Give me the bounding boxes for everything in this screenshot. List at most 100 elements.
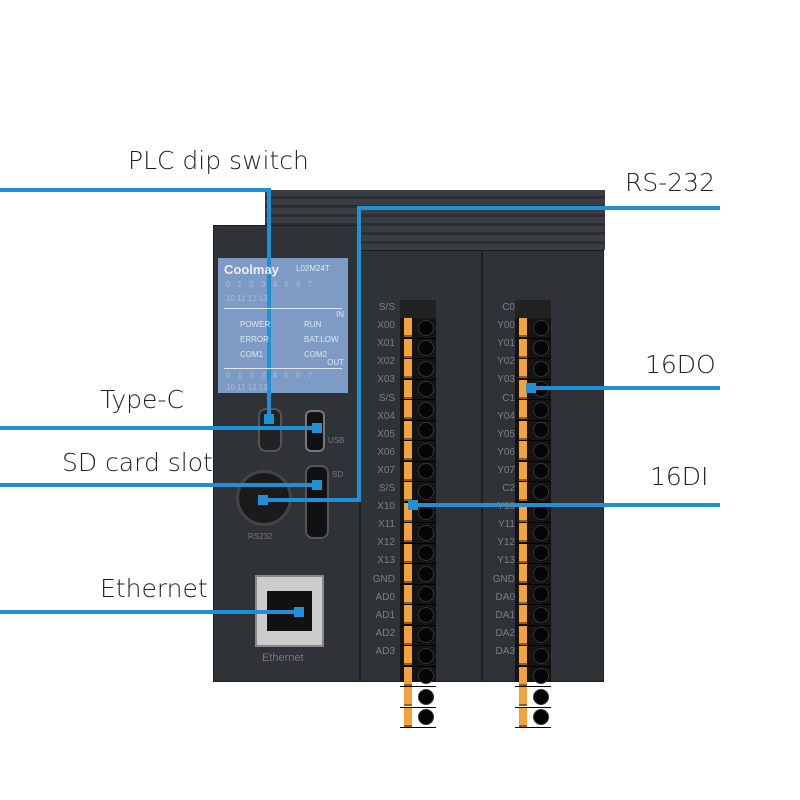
terminal-release-tab[interactable] (519, 605, 527, 625)
terminal[interactable] (515, 687, 551, 708)
terminal[interactable] (400, 707, 436, 728)
terminal-label: X10 (377, 501, 395, 513)
terminal-release-tab[interactable] (519, 687, 527, 707)
wire-hole (533, 545, 549, 562)
terminal[interactable] (400, 625, 436, 646)
terminal-block (515, 300, 551, 728)
terminal[interactable] (400, 318, 436, 339)
terminal-release-tab[interactable] (519, 646, 527, 666)
terminal-release-tab[interactable] (519, 461, 527, 481)
terminal-label: X11 (377, 519, 395, 531)
terminal-release-tab[interactable] (519, 564, 527, 584)
terminal-release-tab[interactable] (519, 666, 527, 686)
terminal-release-tab[interactable] (404, 379, 412, 399)
terminal[interactable] (400, 379, 436, 400)
callout-16do: 16DO (645, 350, 716, 379)
terminal[interactable] (400, 666, 436, 687)
terminal[interactable] (515, 584, 551, 605)
terminal-release-tab[interactable] (519, 584, 527, 604)
terminal-release-tab[interactable] (404, 543, 412, 563)
terminal[interactable] (400, 461, 436, 482)
terminal[interactable] (400, 482, 436, 503)
callout-16di: 16DI (650, 462, 709, 491)
terminal-release-tab[interactable] (519, 379, 527, 399)
led-error: ERROR (240, 335, 269, 344)
terminal-release-tab[interactable] (519, 523, 527, 543)
terminal[interactable] (400, 359, 436, 380)
terminal-release-tab[interactable] (519, 338, 527, 358)
terminal[interactable] (515, 420, 551, 441)
terminal[interactable] (400, 420, 436, 441)
terminal-release-tab[interactable] (519, 707, 527, 727)
terminal-release-tab[interactable] (404, 502, 412, 522)
terminal[interactable] (515, 625, 551, 646)
terminal-release-tab[interactable] (404, 461, 412, 481)
terminal-release-tab[interactable] (404, 687, 412, 707)
terminal[interactable] (400, 564, 436, 585)
terminal-release-tab[interactable] (519, 400, 527, 420)
terminal-release-tab[interactable] (519, 625, 527, 645)
terminal-label: X07 (377, 464, 395, 476)
terminal[interactable] (515, 461, 551, 482)
terminal-label: GND (372, 573, 395, 585)
terminal[interactable] (515, 666, 551, 687)
terminal-release-tab[interactable] (519, 318, 527, 338)
terminal-release-tab[interactable] (404, 523, 412, 543)
terminal-release-tab[interactable] (404, 318, 412, 338)
led-run: RUN (304, 320, 322, 329)
terminal[interactable] (400, 523, 436, 544)
terminal-release-tab[interactable] (404, 482, 412, 502)
terminal-label: AD2 (375, 627, 395, 639)
terminal-release-tab[interactable] (404, 564, 412, 584)
terminal[interactable] (515, 543, 551, 564)
wire-hole (418, 668, 434, 685)
terminal-label: S/S (378, 392, 395, 404)
terminal-release-tab[interactable] (519, 359, 527, 379)
terminal-label: DA1 (495, 609, 515, 621)
terminal[interactable] (515, 441, 551, 462)
terminal[interactable] (515, 523, 551, 544)
terminal[interactable] (400, 687, 436, 708)
wire-hole (533, 442, 549, 459)
terminal-release-tab[interactable] (404, 605, 412, 625)
terminal[interactable] (400, 441, 436, 462)
terminal-release-tab[interactable] (404, 359, 412, 379)
terminal[interactable] (515, 605, 551, 626)
terminal-release-tab[interactable] (404, 338, 412, 358)
terminal[interactable] (515, 359, 551, 380)
terminal[interactable] (515, 338, 551, 359)
terminal[interactable] (400, 400, 436, 421)
terminal-release-tab[interactable] (404, 707, 412, 727)
terminal[interactable] (400, 584, 436, 605)
terminal-release-tab[interactable] (519, 482, 527, 502)
terminal-label: Y07 (497, 464, 515, 476)
divider (224, 368, 342, 369)
terminal-release-tab[interactable] (404, 400, 412, 420)
terminal[interactable] (515, 564, 551, 585)
terminal-release-tab[interactable] (519, 441, 527, 461)
terminal-release-tab[interactable] (404, 646, 412, 666)
terminal-release-tab[interactable] (519, 420, 527, 440)
terminal-release-tab[interactable] (404, 666, 412, 686)
terminal-release-tab[interactable] (519, 502, 527, 522)
terminal[interactable] (400, 605, 436, 626)
terminal-release-tab[interactable] (404, 420, 412, 440)
terminal-label: DA0 (495, 591, 515, 603)
terminal[interactable] (515, 646, 551, 667)
terminal[interactable] (515, 482, 551, 503)
terminal[interactable] (400, 543, 436, 564)
terminal[interactable] (400, 646, 436, 667)
terminal[interactable] (515, 707, 551, 728)
terminal[interactable] (515, 318, 551, 339)
dip-switch[interactable] (258, 408, 282, 452)
terminal-release-tab[interactable] (404, 441, 412, 461)
terminal-release-tab[interactable] (519, 543, 527, 563)
terminal-label: X01 (377, 338, 395, 350)
terminal-release-tab[interactable] (404, 584, 412, 604)
wire-hole (418, 360, 434, 377)
sd-card-slot[interactable] (305, 465, 329, 539)
wire-hole (418, 709, 434, 726)
terminal[interactable] (400, 338, 436, 359)
terminal[interactable] (515, 400, 551, 421)
terminal-release-tab[interactable] (404, 625, 412, 645)
